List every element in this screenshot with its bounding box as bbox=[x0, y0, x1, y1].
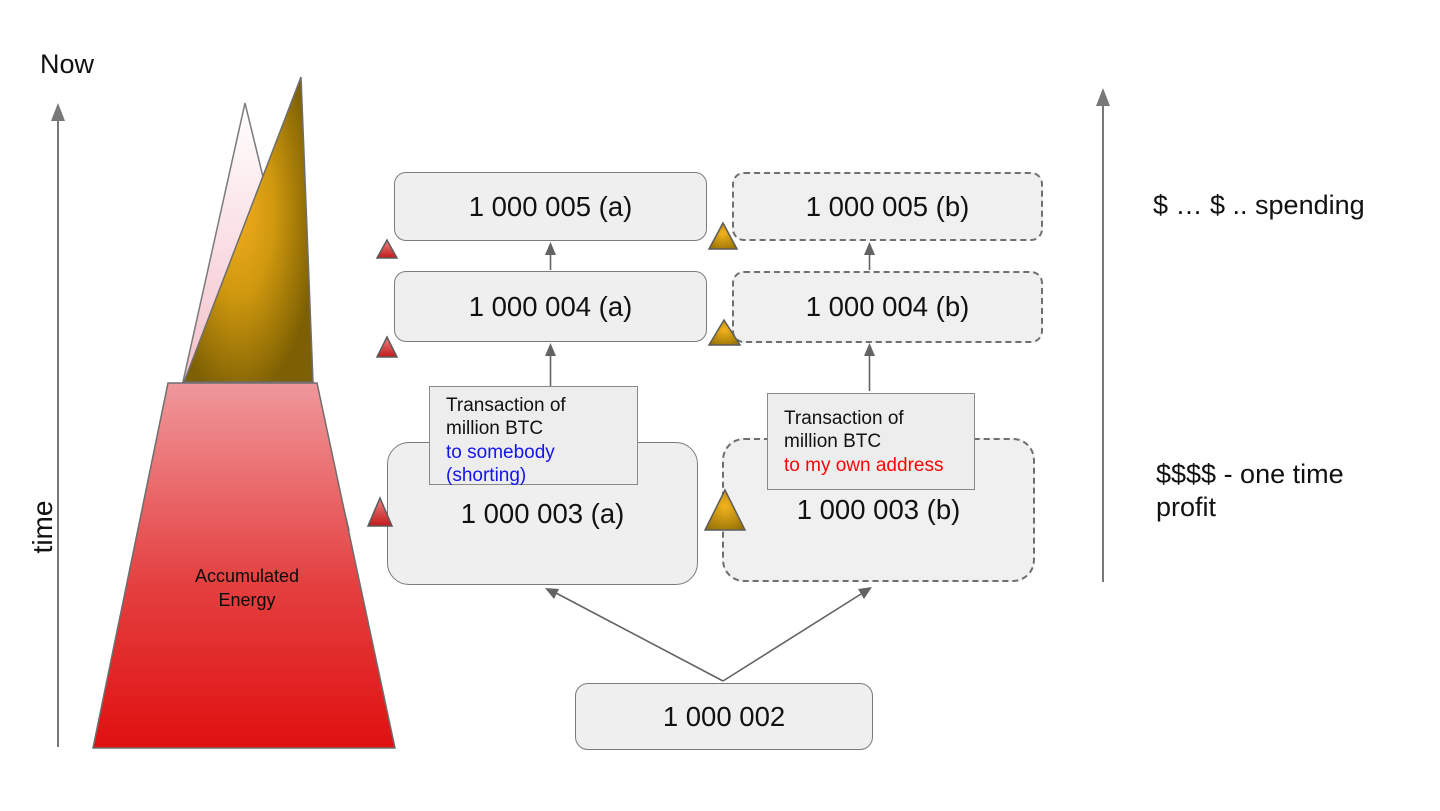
accumulated-energy-label: Accumulated Energy bbox=[167, 564, 327, 612]
red-chain-marker-icon bbox=[375, 238, 399, 259]
red-chain-marker-icon bbox=[375, 335, 399, 358]
tx-a-line2: million BTC bbox=[446, 418, 544, 440]
time-axis-arrowhead-icon bbox=[51, 103, 65, 121]
pink-energy-triangle bbox=[149, 102, 350, 531]
tx-b-line2: million BTC bbox=[784, 431, 882, 453]
transaction-label-a: Transaction of million BTC to somebody (… bbox=[429, 386, 638, 487]
arrowhead-b5-icon bbox=[864, 242, 875, 255]
block-1000005-b: 1 000 005 (b) bbox=[732, 172, 1043, 241]
block-1000004-b: 1 000 004 (b) bbox=[732, 271, 1043, 343]
tx-a-line3: to somebody bbox=[446, 441, 555, 463]
block-1000004-a: 1 000 004 (a) bbox=[394, 271, 707, 342]
one-time-profit-annotation: $$$$ - one time profit bbox=[1156, 459, 1344, 522]
accumulated-energy-line1: Accumulated bbox=[194, 566, 300, 586]
tx-a-line1: Transaction of bbox=[446, 395, 566, 416]
spending-annotation: $ … $ .. spending bbox=[1153, 190, 1365, 220]
tx-b-line1: Transaction of bbox=[784, 408, 904, 429]
transaction-label-b: Transaction of million BTC to my own add… bbox=[767, 393, 975, 490]
arrowhead-a3-icon bbox=[545, 588, 559, 599]
now-label: Now bbox=[40, 49, 95, 79]
arrowhead-a5-icon bbox=[545, 242, 556, 255]
tx-b-line3: to my own address bbox=[784, 454, 944, 476]
gold-energy-triangle bbox=[182, 76, 314, 383]
arrowhead-b3-icon bbox=[858, 587, 872, 599]
block-1000005-a: 1 000 005 (a) bbox=[394, 172, 707, 241]
arrow-root-to-a3 bbox=[555, 592, 724, 682]
arrowhead-a4-icon bbox=[545, 343, 556, 356]
accumulated-energy-line2: Energy bbox=[218, 590, 276, 610]
tx-a-line4: (shorting) bbox=[446, 465, 527, 487]
arrowhead-b4-icon bbox=[864, 343, 875, 356]
block-1000002: 1 000 002 bbox=[575, 683, 873, 750]
profit-axis-arrowhead-icon bbox=[1096, 88, 1110, 106]
time-axis-label: time bbox=[27, 500, 58, 554]
arrow-root-to-b3 bbox=[722, 593, 862, 682]
